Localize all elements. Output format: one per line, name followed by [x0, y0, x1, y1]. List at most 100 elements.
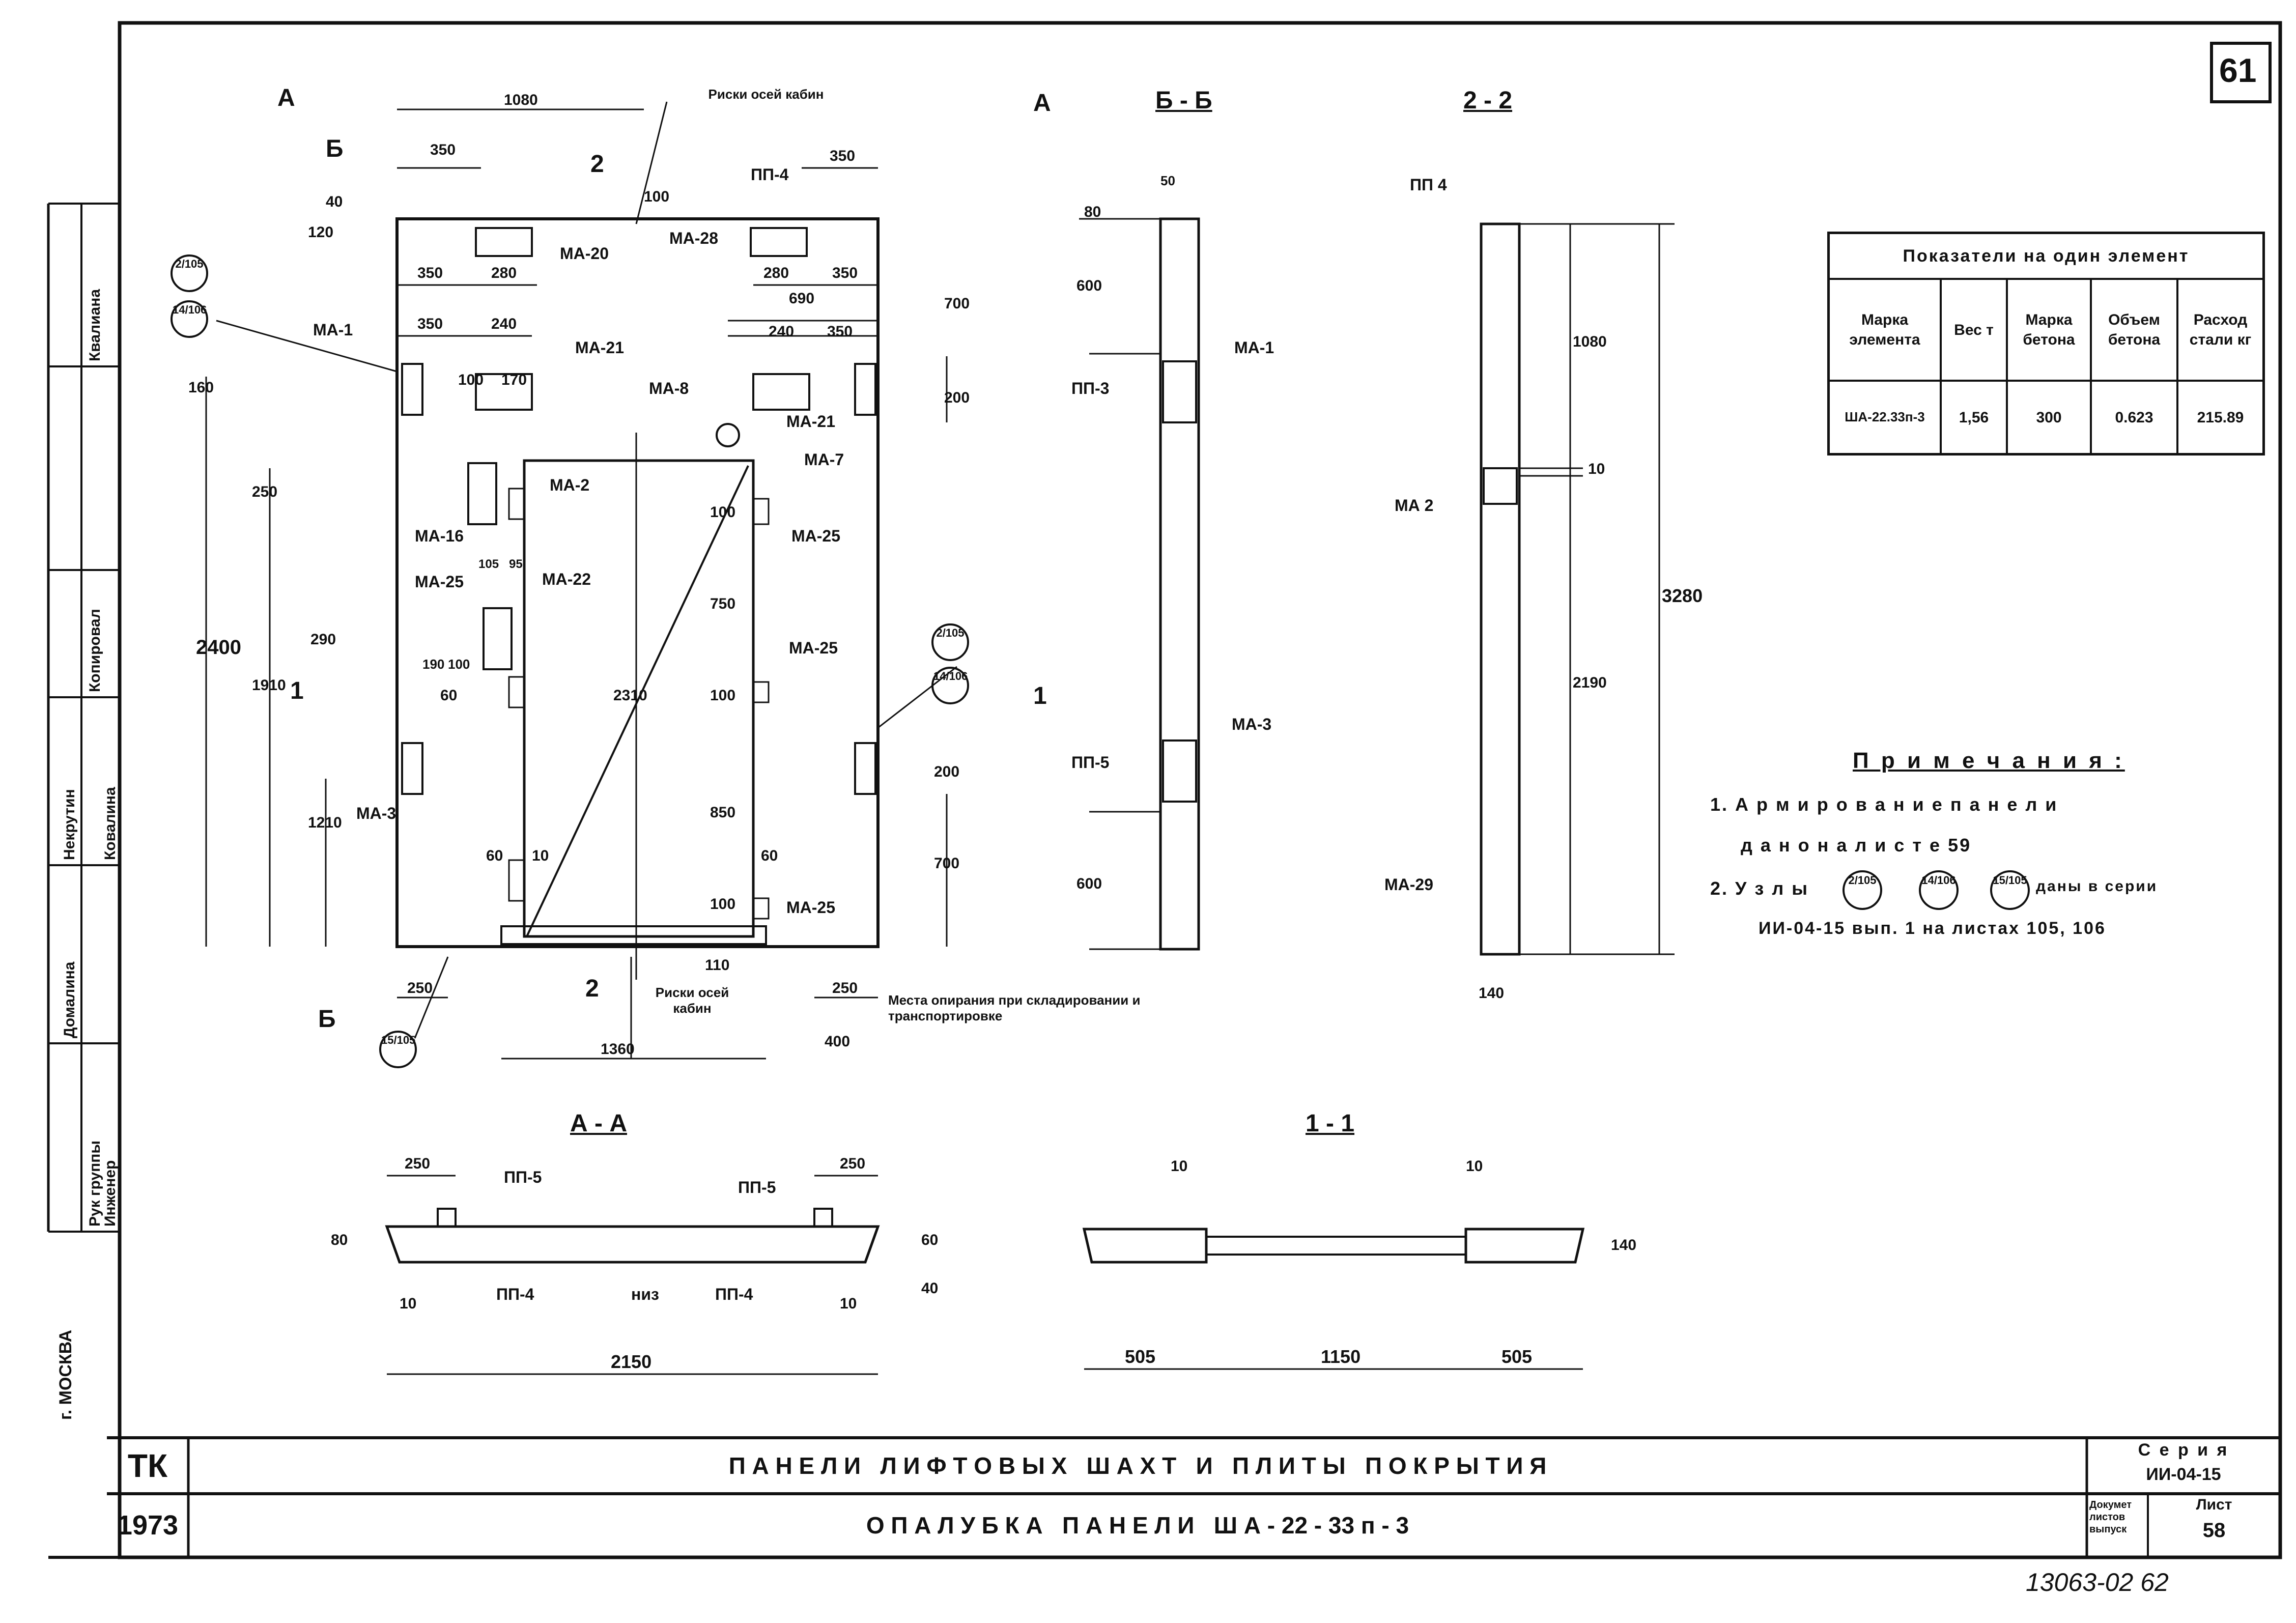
aa-callout-pp-4-right: ПП-4 [715, 1285, 753, 1303]
callout-ma-1: МА-1 [313, 321, 353, 339]
callout-pp-4: ПП-4 [751, 165, 789, 184]
section-title-aa: А - А [570, 1110, 627, 1137]
note-1-line-1: 1. А р м и р о в а н и е п а н е л и [1710, 794, 2058, 815]
stamp-name-1: Домалина [61, 961, 78, 1038]
stamp-role-qual: Квалиана [87, 289, 103, 361]
dim-60-c: 60 [761, 847, 778, 864]
dim-40: 40 [326, 193, 343, 210]
title-sub: О П А Л У Б К А П А Н Е Л И Ш А - 22 - 3… [866, 1512, 1409, 1539]
table-header-steel: Расход стали кг [2189, 311, 2252, 348]
aa-dim-250-right: 250 [840, 1155, 866, 1172]
s22-callout-ma-2: МА 2 [1395, 496, 1434, 515]
stamp-role-lead: Рук группы [87, 1140, 103, 1227]
note-support: Места опирания при складировании и транс… [888, 992, 1141, 1023]
callout-ma-25-a: МА-25 [791, 527, 841, 545]
dim-100-b: 100 [710, 504, 736, 521]
aa-dim-250-left: 250 [405, 1155, 431, 1172]
table-cell-weight: 1,56 [1942, 382, 2008, 453]
callout-ma-25-c: МА-25 [786, 898, 836, 917]
dim-400: 400 [825, 1033, 851, 1050]
s22-dim-3280: 3280 [1662, 585, 1703, 606]
dim-170: 170 [501, 372, 527, 388]
cut-label-1-right: 1 [1033, 682, 1047, 709]
indicators-table: Показатели на один элемент Марка элемент… [1827, 232, 2265, 455]
dim-350-d: 350 [832, 265, 858, 281]
sheet-label: Лист [2196, 1496, 2232, 1513]
table-header-weight: Вес т [1942, 280, 2008, 380]
s11-dim-505-left: 505 [1125, 1346, 1156, 1367]
dim-190: 190 [422, 657, 445, 672]
dim-200-right-top: 200 [944, 389, 970, 406]
bb-callout-pp-3: ПП-3 [1071, 379, 1110, 397]
note-axis-bottom: Риски осей кабин [655, 985, 729, 1016]
sheets-count-label: Докумет листов выпуск [2089, 1499, 2132, 1535]
dim-200-right-bottom: 200 [934, 763, 960, 780]
dim-250-bottom-left: 250 [407, 980, 433, 996]
dim-350-e: 350 [417, 316, 443, 332]
note-ref-14-106: 14/106 [1919, 870, 1959, 910]
dim-95: 95 [509, 557, 523, 571]
callout-ma-3: МА-3 [356, 804, 396, 822]
table-header-concrete-volume: Объем бетона [2092, 280, 2178, 380]
dim-280-b: 280 [763, 265, 789, 281]
dim-2310: 2310 [613, 687, 647, 704]
section-label-a-right: А [1033, 90, 1051, 117]
table-header-concrete-grade: Марка бетона [2008, 280, 2092, 380]
title-year: 1973 [117, 1510, 179, 1541]
dim-100-c: 100 [710, 687, 736, 704]
section-bb-drawing [1079, 217, 1200, 951]
dim-2400: 2400 [196, 636, 241, 659]
dim-350-c: 350 [417, 265, 443, 281]
dim-350-a: 350 [430, 141, 456, 158]
aa-dim-10-left: 10 [400, 1295, 417, 1312]
stamp-role-checked: Некрутин [61, 789, 78, 860]
dim-850: 850 [710, 804, 736, 821]
dim-60-b: 60 [486, 847, 503, 864]
dim-1910: 1910 [252, 677, 286, 694]
aa-dim-40: 40 [921, 1280, 939, 1297]
dim-700-right-top: 700 [944, 295, 970, 312]
callout-ma-8: МА-8 [649, 379, 689, 397]
table-row: ША-22.33п-3 1,56 300 0.623 215.89 [1830, 382, 2262, 453]
callout-ma-22: МА-22 [542, 570, 591, 588]
section-label-a-left: А [277, 84, 295, 111]
dim-250-left: 250 [252, 483, 278, 500]
table-title: Показатели на один элемент [1903, 246, 2190, 266]
callout-ma-7: МА-7 [804, 450, 844, 469]
table-cell-volume: 0.623 [2092, 382, 2178, 453]
aa-callout-pp-4-left: ПП-4 [496, 1285, 534, 1303]
s22-dim-1080: 1080 [1573, 333, 1607, 350]
cut-label-2-bottom: 2 [585, 975, 599, 1002]
s22-callout-ma-29: МА-29 [1384, 875, 1434, 894]
sheet-value: 58 [2202, 1519, 2226, 1542]
callout-ma-20: МА-20 [560, 244, 609, 263]
stamp-role-engineer: Инженер [102, 1160, 119, 1227]
callout-ma-2: МА-2 [550, 476, 590, 494]
note-ref-2-105: 2/105 [1843, 870, 1882, 910]
table-cell-steel: 215.89 [2197, 409, 2244, 426]
callout-ma-28: МА-28 [669, 229, 719, 247]
section-label-b-bottom: Б [318, 1006, 336, 1033]
dim-250-bottom-right: 250 [832, 980, 858, 996]
dim-240-b: 240 [769, 323, 795, 340]
dim-100-a: 100 [458, 372, 484, 388]
aa-dim-80: 80 [331, 1232, 348, 1248]
bb-callout-ma-1: МА-1 [1234, 338, 1274, 357]
s22-callout-pp-4: ПП 4 [1410, 176, 1447, 194]
aa-dim-2150: 2150 [611, 1351, 652, 1372]
section-title-11: 1 - 1 [1306, 1110, 1355, 1137]
series-value: ИИ-04-15 [2146, 1465, 2221, 1484]
bb-dim-50: 50 [1160, 173, 1175, 188]
section-title-22: 2 - 2 [1463, 87, 1513, 114]
callout-ma-21-left: МА-21 [575, 338, 625, 357]
dim-700-right-bottom: 700 [934, 855, 960, 872]
cut-label-1-left: 1 [290, 677, 304, 704]
table-title-row: Показатели на один элемент [1830, 234, 2262, 280]
s11-dim-140: 140 [1611, 1237, 1637, 1254]
bb-dim-600-top: 600 [1076, 277, 1102, 294]
dim-750: 750 [710, 595, 736, 612]
table-cell-mark: ША-22.33п-3 [1830, 382, 1942, 453]
dim-10-inner: 10 [532, 847, 549, 864]
aa-dim-10-right: 10 [840, 1295, 857, 1312]
s22-dim-2190: 2190 [1573, 674, 1607, 691]
